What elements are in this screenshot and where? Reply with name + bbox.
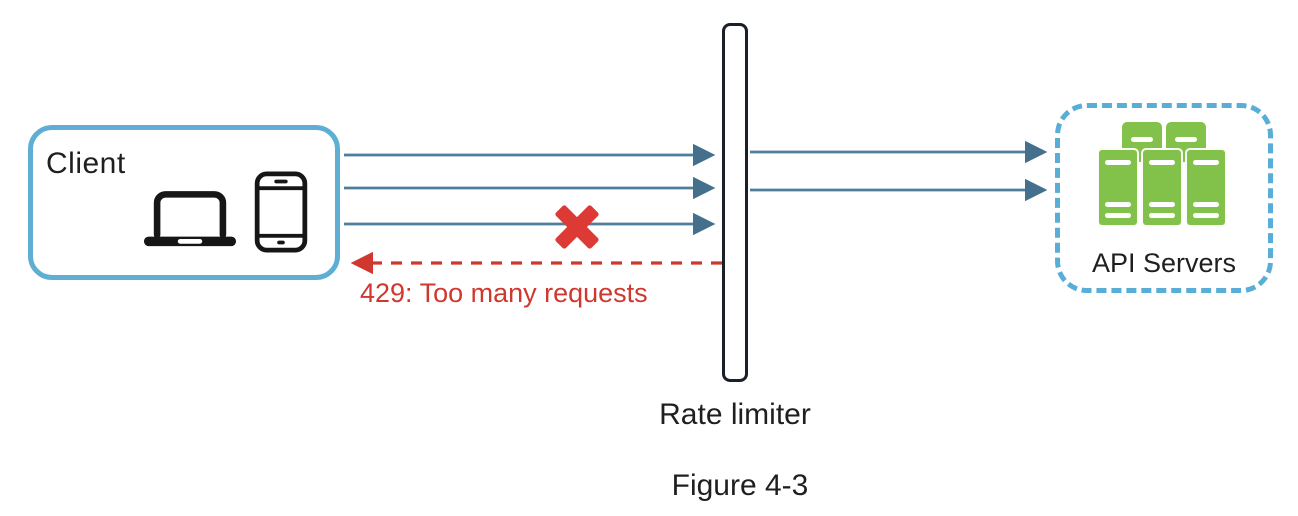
client-label: Client [46,147,126,180]
client-box: Client [28,125,340,280]
smartphone-icon [254,171,308,253]
rate-limiter-bar [722,23,748,382]
api-servers-label: API Servers [1091,248,1237,278]
laptop-icon [143,191,237,247]
figure-caption: Figure 4-3 [671,469,809,502]
rate-limiter-label: Rate limiter [659,398,811,431]
error-label: 429: Too many requests [360,278,648,308]
server-stack-icon [1098,122,1227,226]
api-servers-box: API Servers [1055,103,1273,293]
blocked-x-icon [555,205,599,249]
